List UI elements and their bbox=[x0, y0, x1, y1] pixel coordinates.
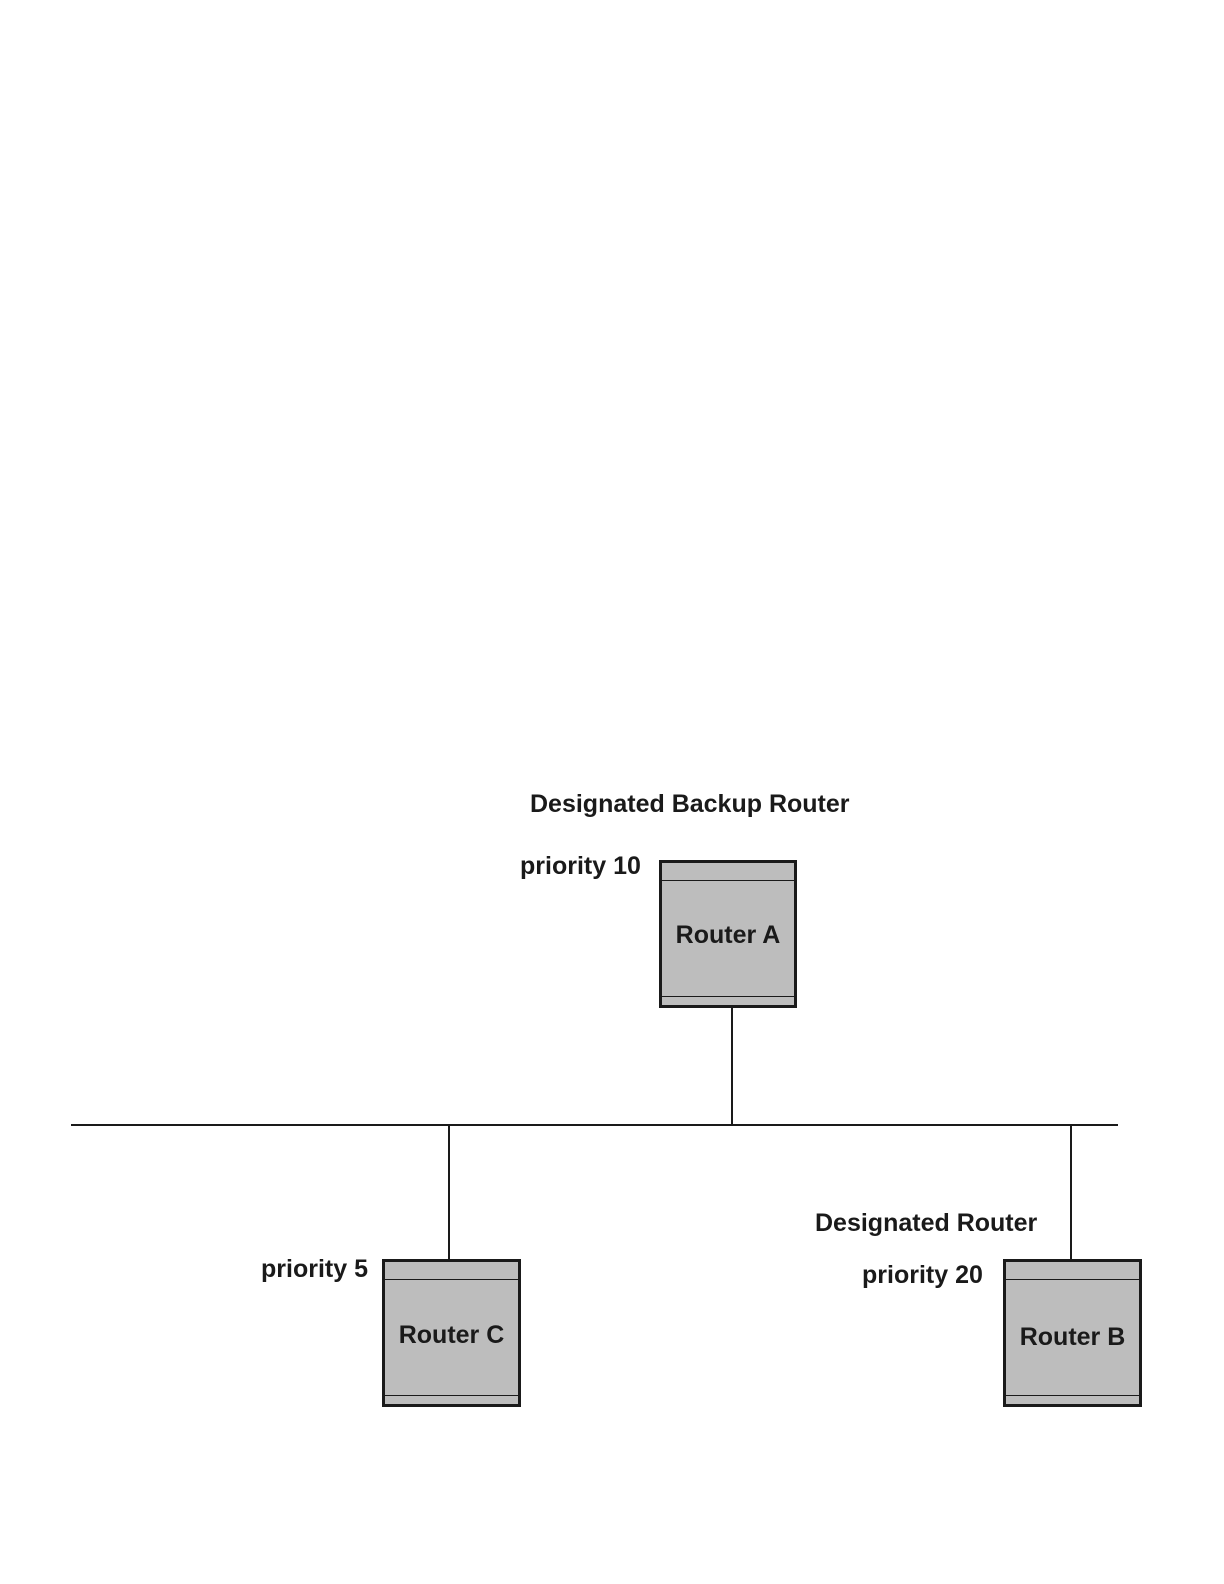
router-c-box: Router C bbox=[382, 1259, 521, 1407]
router-c-top-band bbox=[385, 1262, 518, 1280]
router-a-link bbox=[731, 1006, 733, 1126]
router-c-priority-label: priority 5 bbox=[261, 1257, 368, 1282]
router-b-priority-label: priority 20 bbox=[862, 1263, 983, 1288]
router-b-bottom-band bbox=[1006, 1395, 1139, 1404]
router-b-box: Router B bbox=[1003, 1259, 1142, 1407]
router-a-label: Router A bbox=[662, 923, 794, 948]
router-b-role-label: Designated Router bbox=[815, 1211, 1037, 1236]
router-b-link bbox=[1070, 1124, 1072, 1261]
router-b-label: Router B bbox=[1006, 1325, 1139, 1350]
router-a-priority-label: priority 10 bbox=[520, 854, 641, 879]
router-a-top-band bbox=[662, 863, 794, 881]
router-a-box: Router A bbox=[659, 860, 797, 1008]
router-b-top-band bbox=[1006, 1262, 1139, 1280]
router-c-bottom-band bbox=[385, 1395, 518, 1404]
network-segment-line bbox=[71, 1124, 1118, 1126]
router-a-bottom-band bbox=[662, 996, 794, 1005]
router-c-link bbox=[448, 1124, 450, 1261]
router-c-label: Router C bbox=[385, 1323, 518, 1348]
router-a-role-label: Designated Backup Router bbox=[530, 792, 850, 817]
